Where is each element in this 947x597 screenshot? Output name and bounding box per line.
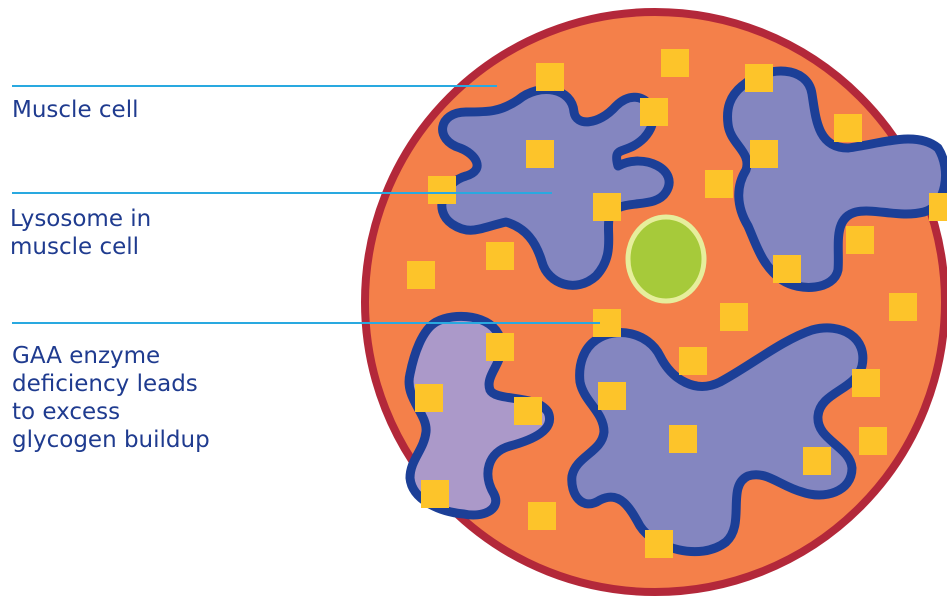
glycogen-particle	[486, 242, 514, 270]
glycogen-particle	[598, 382, 626, 410]
glycogen-particle	[669, 425, 697, 453]
glycogen-particle	[536, 63, 564, 91]
glycogen-particle	[486, 333, 514, 361]
glycogen-particle	[593, 193, 621, 221]
glycogen-particle	[421, 480, 449, 508]
glycogen-particle	[852, 369, 880, 397]
glycogen-particle	[705, 170, 733, 198]
glycogen-particle	[929, 193, 947, 221]
glycogen-particle	[720, 303, 748, 331]
glycogen-particle	[834, 114, 862, 142]
glycogen-particle	[645, 530, 673, 558]
label-muscle-cell: Muscle cell	[12, 96, 138, 124]
glycogen-particle	[803, 447, 831, 475]
glycogen-particle	[514, 397, 542, 425]
glycogen-particle	[745, 64, 773, 92]
label-gaa-deficiency: GAA enzyme deficiency leads to excess gl…	[12, 342, 210, 454]
glycogen-particle	[528, 502, 556, 530]
glycogen-particle	[859, 427, 887, 455]
glycogen-particle	[526, 140, 554, 168]
glycogen-particle	[407, 261, 435, 289]
glycogen-particle	[889, 293, 917, 321]
glycogen-particle	[773, 255, 801, 283]
glycogen-particle	[661, 49, 689, 77]
glycogen-particle	[640, 98, 668, 126]
glycogen-particle	[415, 384, 443, 412]
glycogen-particle	[846, 226, 874, 254]
nucleus	[628, 217, 704, 301]
label-lysosome: Lysosome in muscle cell	[10, 205, 151, 261]
glycogen-particle	[750, 140, 778, 168]
glycogen-particle	[428, 176, 456, 204]
glycogen-particle	[679, 347, 707, 375]
